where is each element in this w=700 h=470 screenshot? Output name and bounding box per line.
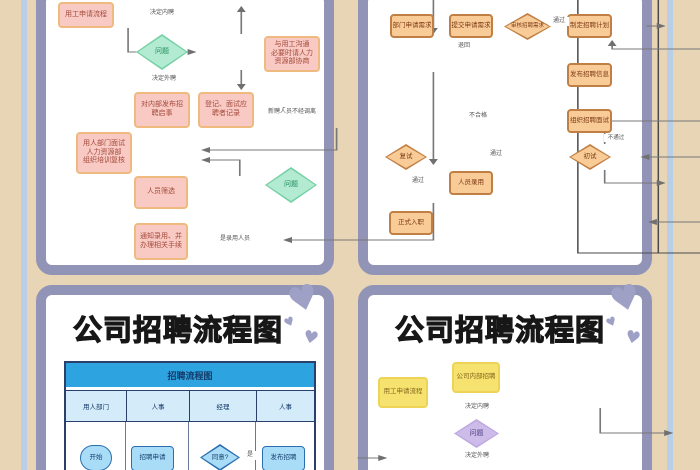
- column-header: 用人部门: [66, 391, 127, 421]
- decision-label: 问题: [155, 48, 169, 56]
- edge-label: 决定外聘: [145, 75, 183, 84]
- flow-node-label: 招聘申请: [139, 454, 166, 462]
- flow-node-label: 人员筛选: [147, 188, 175, 196]
- flow-node-application: 用工申请流程: [58, 2, 114, 28]
- flow-node-label: 用人部门面试 人力资源部 组织培训复核: [83, 139, 125, 165]
- decision-diamond-review: 审核招聘需求: [504, 13, 551, 40]
- flow-node-application: 用工申请流程: [378, 377, 428, 408]
- flow-node-organize-interview: 组织招聘面试: [567, 109, 612, 133]
- edge-label: 决定内聘: [143, 9, 181, 18]
- flow-node-submit-request: 提交申请需求: [449, 14, 493, 38]
- page-title: 公司招聘流程图: [72, 314, 283, 347]
- flow-node-hire: 人员录用: [449, 171, 493, 195]
- column-header: 人事: [257, 391, 314, 421]
- decision-diamond: 问题: [136, 34, 188, 70]
- flow-node-register: 登记、面试应 聘者记录: [198, 92, 254, 128]
- edge-label: 通过: [487, 150, 505, 159]
- edge-label: 通过: [409, 177, 427, 186]
- swimlane-divider: [125, 421, 126, 470]
- flow-node-label: 人员录用: [458, 178, 484, 186]
- start-terminator: 开始: [80, 445, 112, 470]
- decision-diamond: 问题: [265, 167, 317, 203]
- flow-node-request: 招聘申请: [131, 446, 174, 470]
- flow-node-label: 制定招聘计划: [570, 21, 609, 29]
- edge-label: 退回: [455, 42, 473, 51]
- edge-label: 不通过: [604, 134, 628, 143]
- flow-node-label: 对内部发布招 聘启事: [141, 101, 183, 117]
- flow-node-plan: 制定招聘计划: [567, 14, 612, 38]
- flow-node-label: 提交申请需求: [451, 21, 491, 29]
- flow-node-label: 用工申请流程: [383, 388, 423, 396]
- flow-node-interview: 用人部门面试 人力资源部 组织培训复核: [76, 132, 132, 174]
- flow-node-internal-post: 对内部发布招 聘启事: [134, 92, 190, 128]
- decision-label: 初试: [583, 153, 597, 161]
- edge-label: 通过: [549, 17, 569, 26]
- decision-label: 问题: [469, 429, 484, 437]
- decision-label: 审核招聘需求: [510, 23, 544, 30]
- column-header: 人事: [127, 391, 190, 421]
- flow-node-communicate: 与用工沟通 必要时请人力 资源部协商: [264, 36, 320, 72]
- column-header: 经理: [190, 391, 257, 421]
- decision-label: 同意?: [211, 453, 229, 461]
- edge-label: 是录用人员: [215, 235, 255, 244]
- decision-diamond-approve: 同意?: [200, 444, 240, 470]
- flow-node-notify-hire: 通知录用、并 办理相关手续: [134, 223, 188, 260]
- swimlane-divider: [188, 421, 189, 470]
- page-title: 公司招聘流程图: [394, 314, 605, 347]
- table-header: 招聘流程图: [66, 363, 314, 390]
- flow-node-label: 发布招聘: [270, 454, 297, 462]
- flow-node-label: 登记、面试应 聘者记录: [205, 101, 247, 117]
- flow-node-onboard: 正式入职: [389, 211, 433, 235]
- table-column-row: 用人部门 人事 经理 人事: [66, 390, 314, 422]
- washi-tape-right: [667, 0, 673, 470]
- flow-node-dept-request: 部门申请需求: [390, 14, 434, 38]
- flow-node-internal-recruit: 公司内部招聘: [452, 362, 500, 393]
- edge-label: 是: [244, 451, 256, 460]
- flow-node-label: 部门申请需求: [392, 21, 432, 29]
- flow-node-publish: 发布招聘: [262, 446, 305, 470]
- flow-node-label: 与用工沟通 必要时请人力 资源部协商: [271, 40, 313, 66]
- flow-node-label: 公司内部招聘: [456, 373, 496, 381]
- flow-node-publish: 发布招聘信息: [567, 63, 612, 87]
- flow-node-screening: 人员筛选: [134, 176, 188, 209]
- flow-node-label: 通知录用、并 办理相关手续: [140, 232, 182, 249]
- washi-tape-left: [21, 0, 27, 470]
- decision-diamond: 问题: [454, 419, 499, 448]
- decision-diamond-first-round: 初试: [569, 144, 611, 170]
- flow-node-label: 组织招聘面试: [570, 116, 609, 124]
- decision-label: 问题: [284, 181, 298, 189]
- edge-label: 决定内聘: [459, 403, 495, 412]
- flow-node-label: 发布招聘信息: [570, 70, 609, 78]
- decision-diamond-second-round: 复试: [385, 144, 427, 170]
- flow-node-label: 用工申请流程: [65, 10, 107, 18]
- edge-label: 不合格: [467, 112, 489, 121]
- edge-label: 决定外聘: [459, 452, 495, 461]
- flow-node-label: 正式入职: [398, 218, 424, 226]
- swimlane-divider: [255, 421, 256, 470]
- decision-label: 复试: [399, 153, 413, 161]
- edge-label: 新聘人员不经调离: [262, 108, 322, 117]
- flow-node-label: 开始: [89, 453, 103, 461]
